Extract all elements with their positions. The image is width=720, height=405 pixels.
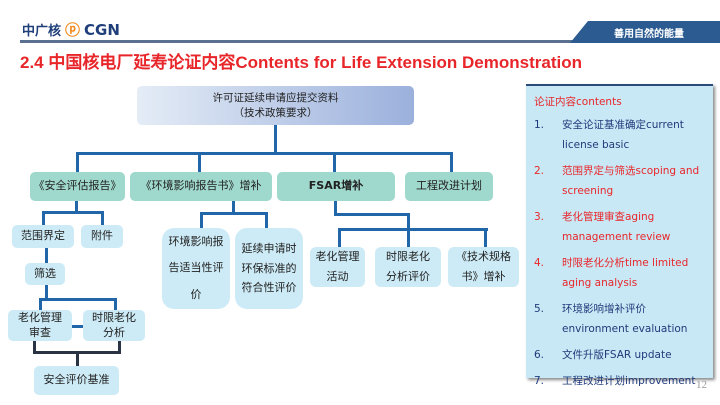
contents-item: 5. 环境影响增补评价environment evaluation <box>534 299 707 339</box>
connector <box>42 211 45 225</box>
connector <box>407 213 410 230</box>
node-tlaa-eval: 时限老化分析评价 <box>375 247 441 287</box>
connector <box>334 201 337 215</box>
connector <box>45 285 48 300</box>
contents-item: 7. 工程改进计划improvement <box>534 371 707 391</box>
connector <box>42 211 104 214</box>
connector <box>334 213 410 216</box>
node-tlaa-label: 时限老化分析 <box>92 310 136 339</box>
page-title: 2.4 中国核电厂延寿论证内容Contents for Life Extensi… <box>20 53 582 72</box>
logo: 中广核 ⓟ CGN <box>22 19 120 40</box>
item-text: 环境影响增补评价environment evaluation <box>562 303 688 335</box>
contents-panel: 论证内容contents 1. 安全论证基准确定current license b… <box>526 84 713 387</box>
connector <box>75 201 78 213</box>
contents-item: 1. 安全论证基准确定current license basic <box>534 115 707 155</box>
connector <box>450 152 453 173</box>
slogan-band <box>570 21 720 43</box>
item-number: 1. <box>534 119 545 131</box>
connector <box>45 248 48 263</box>
connector <box>76 152 79 173</box>
panel-heading: 论证内容contents <box>534 96 622 108</box>
contents-item: 2. 范围界定与筛选scoping and screening <box>534 161 707 201</box>
item-text: 时限老化分析time limited aging analysis <box>562 257 689 289</box>
connector <box>101 211 104 225</box>
contents-item: 3. 老化管理审查aging management review <box>534 207 707 247</box>
item-number: 2. <box>534 165 545 177</box>
connector <box>198 152 201 173</box>
header-line <box>20 40 580 43</box>
item-text: 工程改进计划improvement <box>562 375 696 387</box>
node-improvement: 工程改进计划 <box>405 172 493 201</box>
connector <box>338 228 341 247</box>
connector <box>232 201 235 213</box>
node-tech-spec: 《技术规格书》增补 <box>448 247 519 287</box>
node-safety-basis: 安全评价基准 <box>34 366 119 395</box>
node-env-adequacy: 环境影响报告适当性评价 <box>162 228 230 309</box>
item-number: 4. <box>534 257 545 269</box>
connector <box>76 152 453 155</box>
item-number: 5. <box>534 303 545 315</box>
item-number: 6. <box>534 349 545 361</box>
bracket <box>33 341 36 353</box>
connector <box>338 228 488 231</box>
node-amr-label: 老化管理审查 <box>18 310 62 339</box>
connector <box>114 298 117 310</box>
connector <box>39 298 117 301</box>
logo-en: CGN <box>84 20 120 39</box>
logo-cn: 中广核 <box>22 24 62 39</box>
item-number: 7. <box>534 375 545 387</box>
connector <box>39 298 42 310</box>
bracket <box>76 351 79 366</box>
node-appendix: 附件 <box>81 225 123 248</box>
root-line2: （技术政策要求） <box>233 106 318 119</box>
connector <box>484 228 487 247</box>
node-screening: 筛选 <box>25 263 65 285</box>
bracket <box>118 341 121 353</box>
connector <box>200 212 268 215</box>
page-number: 12 <box>696 379 707 391</box>
logo-swirl-icon: ⓟ <box>65 21 81 39</box>
node-scope: 范围界定 <box>12 225 74 248</box>
node-env-report: 《环境影响报告书》增补 <box>130 172 272 201</box>
node-env-compliance: 延续申请时环保标准的符合性评价 <box>235 228 303 309</box>
node-aging-mgmt: 老化管理活动 <box>310 247 365 287</box>
node-fsar: FSAR增补 <box>277 172 395 201</box>
node-sar: 《安全评估报告》 <box>30 172 125 201</box>
item-text: 老化管理审查aging management review <box>562 211 671 243</box>
connector <box>72 325 83 328</box>
slogan: 善用自然的能量 <box>614 29 684 40</box>
node-amr: 老化管理审查 <box>8 310 72 341</box>
root-line1: 许可证延续申请应提交资料 <box>212 92 339 105</box>
connector <box>200 212 203 228</box>
item-text: 安全论证基准确定current license basic <box>562 119 684 151</box>
connector <box>274 125 277 154</box>
contents-item: 6. 文件升版FSAR update <box>534 345 707 365</box>
connector <box>265 212 268 228</box>
contents-item: 4. 时限老化分析time limited aging analysis <box>534 253 707 293</box>
connector <box>407 228 410 247</box>
item-number: 3. <box>534 211 545 223</box>
item-text: 文件升版FSAR update <box>562 349 672 361</box>
connector <box>333 152 336 173</box>
root-box: 许可证延续申请应提交资料 （技术政策要求） <box>137 86 414 125</box>
node-tlaa: 时限老化分析 <box>83 310 145 341</box>
item-text: 范围界定与筛选scoping and screening <box>562 165 700 197</box>
